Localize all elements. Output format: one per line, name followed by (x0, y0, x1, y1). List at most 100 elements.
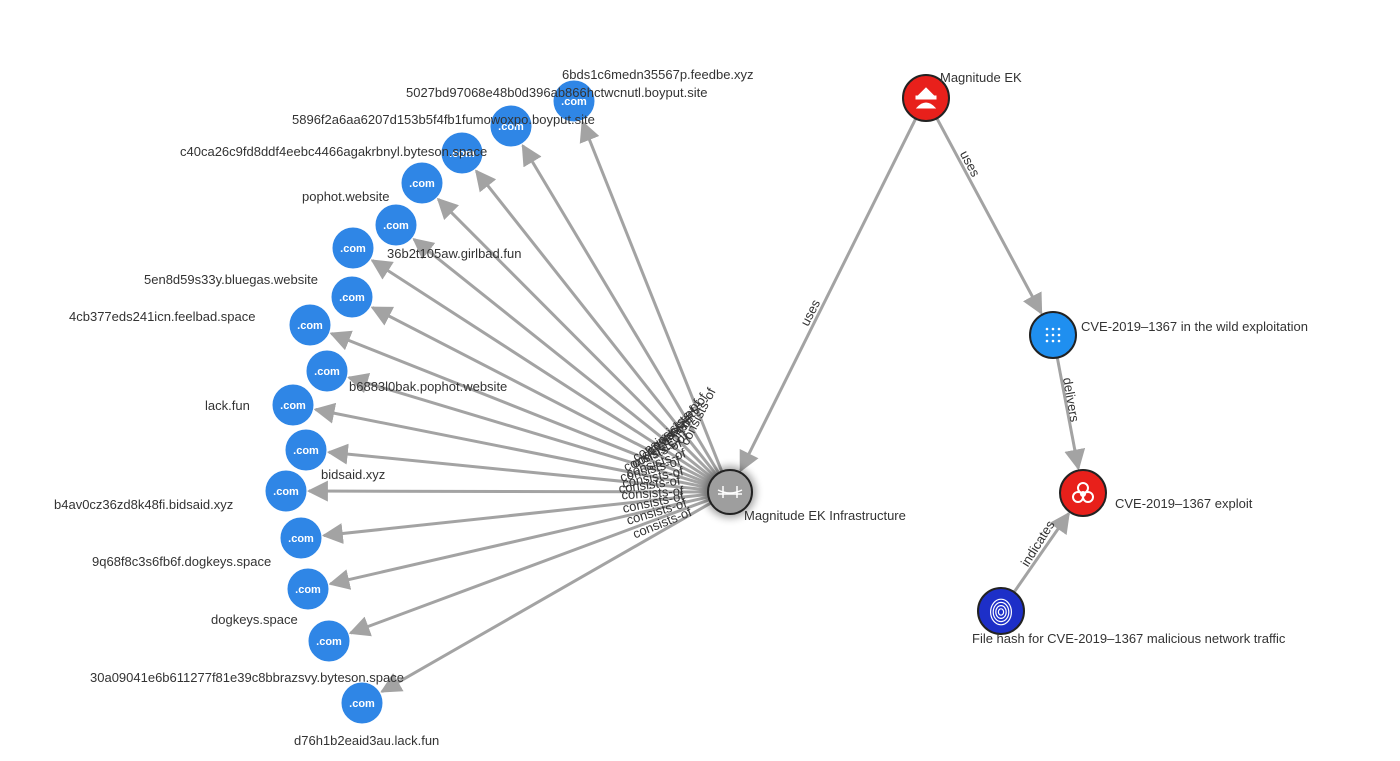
domain-label: 5en8d59s33y.bluegas.website (144, 272, 318, 287)
vuln-label: CVE-2019–1367 in the wild exploitation (1081, 319, 1308, 334)
edge-consists-of (348, 498, 710, 637)
domain-label: b6883l0bak.pophot.website (349, 379, 507, 394)
domain-node[interactable]: .com5896f2a6aa6207d153b5f4fb1fumowoxpo.b… (292, 112, 595, 175)
edge-label-delivers: delivers (1060, 376, 1083, 423)
edge-consists-of (313, 402, 709, 490)
domain-icon (307, 619, 351, 663)
domain-icon (279, 516, 323, 560)
infrastructure-label: Magnitude EK Infrastructure (744, 508, 906, 523)
domain-icon-text: .com (295, 584, 321, 596)
domain-icon (340, 681, 384, 725)
domain-icon-text: .com (280, 400, 306, 412)
exploit-label: CVE-2019–1367 exploit (1115, 496, 1253, 511)
edge-uses (935, 117, 1043, 315)
edge-consists-of (380, 501, 712, 693)
domain-icon-text: .com (288, 533, 314, 545)
domain-icon (400, 161, 444, 205)
edge-label-consists-of: consists-of (621, 483, 684, 502)
exploit-node[interactable]: CVE-2019–1367 exploit (1059, 469, 1253, 517)
domain-label: dogkeys.space (211, 612, 298, 627)
hash-label: File hash for CVE-2019–1367 malicious ne… (972, 631, 1286, 646)
domain-label: pophot.website (302, 189, 389, 204)
hash-node[interactable]: File hash for CVE-2019–1367 malicious ne… (972, 587, 1286, 646)
edge-labels-layer: consists-ofconsists-ofconsists-ofconsist… (618, 148, 1083, 569)
edge-consists-of (328, 495, 709, 590)
domain-label: bidsaid.xyz (321, 467, 385, 482)
domain-icon-text: .com (293, 445, 319, 457)
domain-icon (331, 226, 375, 270)
nodes-layer: .com6bds1c6medn35567p.feedbe.xyz.com5027… (54, 67, 1308, 748)
edge-consists-of (306, 480, 709, 502)
domain-icon (288, 303, 332, 347)
edge-delivers (1055, 357, 1086, 471)
domain-icon (271, 383, 315, 427)
domain-icon-text: .com (561, 96, 587, 108)
edge-label-indicates: indicates (1018, 517, 1058, 569)
domain-node[interactable]: .com 6bds1c6medn35567p.feedbe.xyz (552, 67, 754, 123)
domain-label: d76h1b2eaid3au.lack.fun (294, 733, 439, 748)
bridge-icon (717, 486, 743, 498)
edge-consists-of (436, 197, 716, 478)
domain-icon-text: .com (314, 366, 340, 378)
domain-icon (330, 275, 374, 319)
domain-icon (286, 567, 330, 611)
edge-consists-of (474, 169, 718, 476)
domain-icon-text: .com (383, 220, 409, 232)
domain-label: 4cb377eds241icn.feelbad.space (69, 309, 255, 324)
domain-icon (305, 349, 349, 393)
domain-node[interactable]: .com pophot.website (302, 189, 418, 247)
domain-label: 5027bd97068e48b0d396ab866hctwcnutl.boypu… (406, 85, 707, 100)
vuln-node[interactable]: CVE-2019–1367 in the wild exploitation (1029, 311, 1308, 359)
domain-node[interactable]: .com 4cb377eds241icn.feelbad.space (69, 303, 332, 347)
domain-icon (374, 203, 418, 247)
edge-indicates (1012, 511, 1070, 593)
edge-consists-of (326, 443, 709, 492)
infrastructure-node[interactable]: Magnitude EK Infrastructure (704, 466, 906, 523)
edge-uses (739, 117, 918, 473)
domain-icon (284, 428, 328, 472)
edge-consists-of (412, 238, 714, 480)
edge-consists-of (579, 120, 724, 473)
domain-node[interactable]: .com 9q68f8c3s6fb6f.dogkeys.space (92, 516, 323, 569)
domain-node[interactable]: .com c40ca26c9fd8ddf4eebc4466agakrbnyl.by… (180, 144, 487, 205)
threat-actor-icon-glyph (915, 87, 937, 109)
domain-label: b4av0cz36zd8k48fi.bidsaid.xyz (54, 497, 233, 512)
domain-icon-text: .com (498, 121, 524, 133)
domain-icon (264, 469, 308, 513)
domain-node[interactable]: .com dogkeys.space (211, 567, 330, 627)
domain-label: 5896f2a6aa6207d153b5f4fb1fumowoxpo.boypu… (292, 112, 595, 127)
domain-label: 9q68f8c3s6fb6f.dogkeys.space (92, 554, 271, 569)
domain-node[interactable]: .com5027bd97068e48b0d396ab866hctwcnutl.b… (406, 85, 707, 148)
domain-label: lack.fun (205, 398, 250, 413)
domain-label: 36b2t105aw.girlbad.fun (387, 246, 521, 261)
biohazard-icon-glyph (1072, 482, 1094, 503)
domain-icon (552, 79, 596, 123)
domain-node[interactable]: .com b4av0cz36zd8k48fi.bidsaid.xyz (54, 469, 308, 513)
domain-node[interactable]: .com30a09041e6b611277f81e39c8bbrazsvy.by… (90, 619, 404, 685)
domain-node[interactable]: .com b6883l0bak.pophot.website (305, 349, 507, 394)
domain-icon-text: .com (297, 320, 323, 332)
domain-icon-text: .com (409, 178, 435, 190)
mek-label: Magnitude EK (940, 70, 1022, 85)
domain-icon (489, 104, 533, 148)
domain-icon (440, 131, 484, 175)
edge-consists-of (370, 259, 713, 482)
domain-icon-text: .com (339, 292, 365, 304)
fingerprint-icon (977, 587, 1025, 635)
edge-consists-of (321, 492, 709, 544)
domain-label: 6bds1c6medn35567p.feedbe.xyz (562, 67, 754, 82)
edge-consists-of (370, 306, 712, 484)
domain-node[interactable]: .com 5en8d59s33y.bluegas.website (144, 272, 374, 319)
mek-node[interactable]: Magnitude EK (902, 70, 1022, 122)
fingerprint-icon-glyph (989, 598, 1012, 626)
domain-icon-text: .com (340, 243, 366, 255)
edges-layer (306, 117, 1086, 693)
domain-label: c40ca26c9fd8ddf4eebc4466agakrbnyl.byteso… (180, 144, 487, 159)
domain-node[interactable]: .com lack.fun (205, 383, 315, 427)
edge-consists-of (521, 143, 720, 474)
domain-node[interactable]: .com 36b2t105aw.girlbad.fun (331, 226, 521, 270)
domain-icon-text: .com (273, 486, 299, 498)
